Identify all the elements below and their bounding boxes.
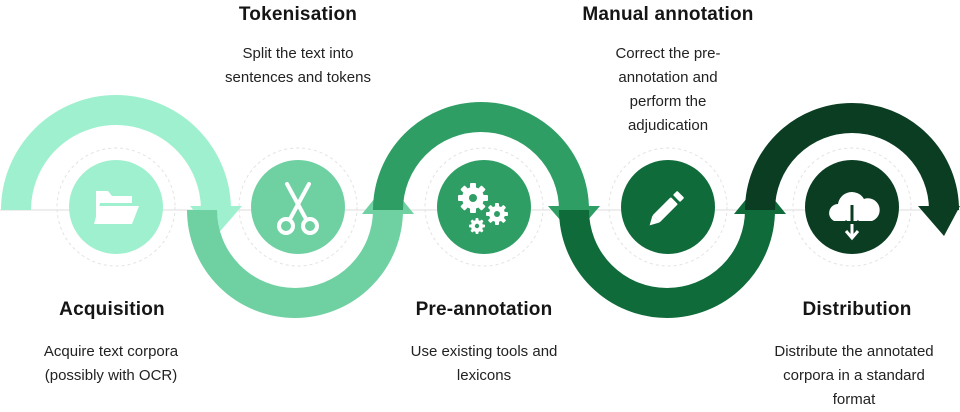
step-desc-distribution: Distribute the annotated corpora in a st…: [774, 343, 934, 408]
pencil-icon: [649, 191, 684, 226]
step-title-manual-annotation: Manual annotation: [582, 4, 754, 25]
step-title-distribution: Distribution: [802, 299, 912, 320]
step-title-pre-annotation: Pre-annotation: [415, 299, 553, 320]
arc-distribution: [745, 103, 960, 236]
dashed-rings: [56, 147, 912, 267]
step-desc-tokenisation: Split the text into sentences and tokens: [225, 45, 371, 86]
step-desc-pre-annotation: Use existing tools and lexicons: [410, 343, 558, 384]
gears-icon: [458, 183, 508, 234]
scissors-icon: [277, 182, 319, 235]
folder-icon: [94, 191, 139, 224]
step-desc-acquisition: Acquire text corpora (possibly with OCR): [43, 343, 179, 384]
cloud-download-icon: [829, 191, 880, 241]
step-title-acquisition: Acquisition: [59, 299, 165, 320]
step-desc-manual-annotation: Correct the pre-annotation and perform t…: [615, 45, 721, 134]
step-title-tokenisation: Tokenisation: [238, 4, 358, 25]
